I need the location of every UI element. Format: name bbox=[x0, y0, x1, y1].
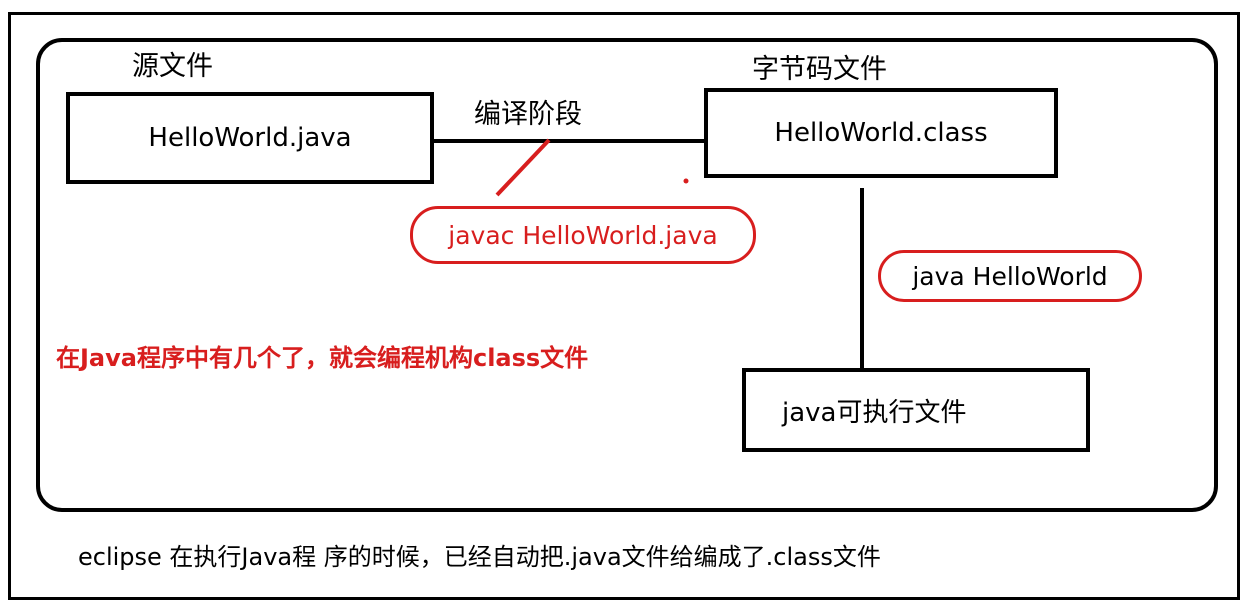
run-command-text: java HelloWorld bbox=[912, 261, 1108, 291]
red-dot bbox=[683, 178, 689, 184]
class-file-box: HelloWorld.class bbox=[704, 88, 1058, 178]
class-file-text: HelloWorld.class bbox=[774, 118, 988, 148]
caption-text: eclipse 在执行Java程 序的时候，已经自动把.java文件给编成了.c… bbox=[78, 543, 881, 571]
bytecode-label: 字节码文件 bbox=[752, 54, 887, 85]
compile-pointer bbox=[495, 138, 551, 197]
compile-command-oval: javac HelloWorld.java bbox=[410, 206, 756, 264]
source-file-text: HelloWorld.java bbox=[148, 123, 352, 153]
outer-frame bbox=[8, 12, 1240, 600]
inner-frame bbox=[36, 38, 1218, 512]
source-label: 源文件 bbox=[132, 51, 213, 82]
compile-command-text: javac HelloWorld.java bbox=[448, 220, 718, 250]
executable-box: java可执行文件 bbox=[742, 368, 1090, 452]
executable-text: java可执行文件 bbox=[782, 397, 967, 428]
run-command-oval: java HelloWorld bbox=[878, 250, 1142, 302]
red-note: 在Java程序中有几个了，就会编程机构class文件 bbox=[56, 344, 589, 372]
compile-stage-label: 编译阶段 bbox=[474, 99, 582, 130]
source-file-box: HelloWorld.java bbox=[66, 92, 434, 184]
